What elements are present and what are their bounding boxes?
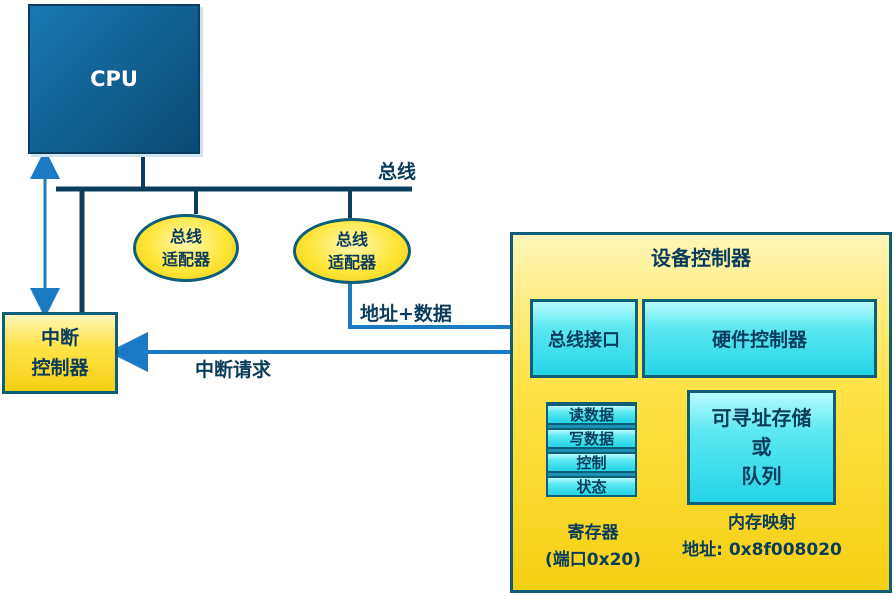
bus-interface: 总线接口	[530, 299, 638, 378]
register-status: 状态	[546, 476, 637, 497]
hardware-controller-label: 硬件控制器	[711, 329, 807, 351]
memory-caption-line2: 地址: 0x8f008020	[682, 540, 842, 560]
register-read-data: 读数据	[546, 404, 637, 425]
intc-line1: 中断	[40, 327, 79, 349]
memory-map-caption: 内存映射 地址: 0x8f008020	[662, 510, 862, 564]
register-caption-line1: 寄存器	[567, 523, 619, 543]
storage-line3: 队列	[741, 464, 782, 488]
intc-line2: 控制器	[31, 357, 89, 379]
register-write-data: 写数据	[546, 428, 637, 449]
interrupt-request-label: 中断请求	[195, 359, 272, 381]
memory-caption-line1: 内存映射	[728, 513, 796, 533]
bus-adapter-2: 总线 适配器	[293, 218, 411, 284]
interrupt-controller: 中断 控制器	[2, 312, 118, 394]
bus-adapter-1: 总线 适配器	[133, 214, 239, 282]
cpu-block: CPU	[28, 4, 200, 154]
adapter-2-line1: 总线	[335, 230, 368, 249]
register-caption-line2: (端口0x20)	[545, 550, 641, 570]
storage-line2: 或	[751, 435, 772, 459]
cpu-label: CPU	[90, 67, 138, 91]
adapter-1-line1: 总线	[169, 227, 202, 246]
hardware-controller: 硬件控制器	[642, 299, 877, 378]
adapter-1-line2: 适配器	[161, 250, 210, 269]
register-caption: 寄存器 (端口0x20)	[536, 520, 650, 574]
bus-interface-label: 总线接口	[548, 329, 620, 351]
device-controller-title: 设备控制器	[651, 246, 751, 270]
register-control: 控制	[546, 452, 637, 473]
addressable-storage: 可寻址存储 或 队列	[687, 390, 836, 505]
bus-label: 总线	[378, 161, 417, 183]
storage-line1: 可寻址存储	[711, 406, 812, 430]
address-data-label: 地址+数据	[360, 303, 452, 325]
adapter-2-line2: 适配器	[327, 253, 376, 272]
address-data-wire	[348, 284, 530, 329]
